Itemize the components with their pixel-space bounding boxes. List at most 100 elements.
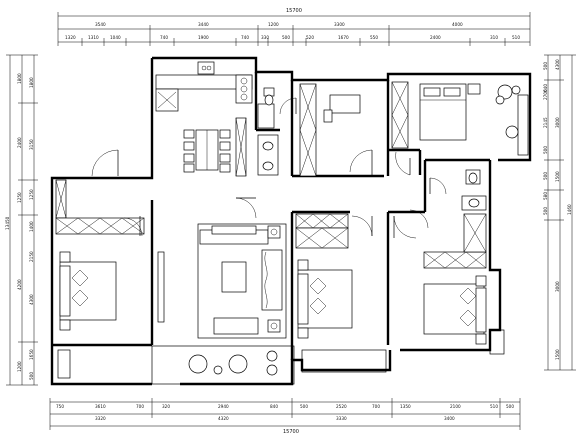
top-sub-12: 2400 <box>430 35 441 40</box>
bottom-sub-13: 500 <box>506 404 514 409</box>
wardrobe-icon <box>423 251 487 269</box>
top-total-dimension: 15700 <box>286 8 302 14</box>
bottom-sub-6: 840 <box>270 404 278 409</box>
master-bedroom <box>391 81 529 176</box>
right-dimensions: 1460 3000 3000 1500 4300 1500 500 2700 6… <box>543 54 576 371</box>
armchair-icon <box>188 354 208 374</box>
bottom-sub-7: 500 <box>300 404 308 409</box>
right-dim-4: 4300 <box>555 59 560 70</box>
left-dim-5: 1200 <box>17 361 22 372</box>
top-sub-1: 1320 <box>65 35 76 40</box>
top-sub-3: 1040 <box>110 35 121 40</box>
bay-window-icon <box>517 94 529 156</box>
door-swing-icon <box>91 149 119 177</box>
top-sub-13: 310 <box>490 35 498 40</box>
right-dim-3: 1500 <box>555 349 560 360</box>
sofa-icon <box>261 249 283 311</box>
balcony-furniture <box>188 350 278 376</box>
wardrobe-icon <box>295 213 349 229</box>
bottom-dim-4: 3400 <box>444 416 455 421</box>
cabinet-icon <box>57 349 71 379</box>
study-room <box>299 83 373 177</box>
left-sub-5: 2150 <box>29 251 34 262</box>
bottom-sub-3: 700 <box>136 404 144 409</box>
left-sub-6: 4300 <box>29 294 34 305</box>
bottom-dimensions: 15700 3320 4320 3330 3400 750 3610 700 3… <box>49 398 521 435</box>
top-sub-10: 1670 <box>338 35 349 40</box>
bottom-sub-2: 3610 <box>95 404 106 409</box>
door-swing-icon <box>429 177 447 195</box>
door-swing-icon <box>393 215 417 239</box>
bottom-sub-5: 2940 <box>218 404 229 409</box>
sofa-icon <box>213 317 259 335</box>
pillow-icon <box>309 277 327 315</box>
top-dim-1: 3540 <box>95 22 106 27</box>
bottom-sub-11: 2100 <box>450 404 461 409</box>
chair-icon <box>183 129 195 139</box>
balcony-living <box>151 345 295 385</box>
dining-table <box>183 117 247 177</box>
right-sub-3: 640 <box>543 84 548 92</box>
bottom-sub-4: 320 <box>162 404 170 409</box>
pillow-icon <box>71 269 89 307</box>
bedroom-left <box>55 149 165 379</box>
left-sub-2: 3150 <box>29 139 34 150</box>
door-swing-icon <box>351 215 373 237</box>
side-table-icon <box>267 225 281 239</box>
left-total-dimension: 13450 <box>5 216 10 230</box>
right-dim-1: 3000 <box>555 117 560 128</box>
top-sub-2: 1310 <box>88 35 99 40</box>
coffee-table-icon <box>221 261 247 293</box>
right-total-dimension: 1460 <box>567 204 572 215</box>
bottom-sub-10: 1350 <box>400 404 411 409</box>
right-dim-2: 3000 <box>555 281 560 292</box>
top-dimensions: 15700 3540 3440 1200 3300 4000 1320 1310… <box>57 8 531 46</box>
left-sub-8: 500 <box>29 372 34 380</box>
right-sub-7: 580 <box>543 192 548 200</box>
nightstand-icon <box>297 259 309 271</box>
pillow-icon <box>459 287 477 327</box>
right-sub-1: 500 <box>543 62 548 70</box>
bottom-sub-1: 750 <box>56 404 64 409</box>
top-dim-3: 1200 <box>268 22 279 27</box>
bed-icon <box>423 283 485 335</box>
nightstand-icon <box>475 275 487 287</box>
top-sub-4: 740 <box>160 35 168 40</box>
bottom-sub-9: 700 <box>372 404 380 409</box>
bottom-total-dimension: 15700 <box>283 429 299 435</box>
left-dim-3: 1250 <box>17 192 22 203</box>
nightstand-icon <box>467 83 481 95</box>
top-sub-7: 330 <box>261 35 269 40</box>
left-dimensions: 13450 1800 2400 1250 4200 1200 1800 3150… <box>5 54 38 386</box>
bottom-sub-12: 510 <box>490 404 498 409</box>
top-dim-2: 3440 <box>198 22 209 27</box>
tv-cabinet-icon <box>157 251 165 323</box>
pillow-icon <box>423 87 441 97</box>
round-table-icon <box>213 365 223 375</box>
bathroom-2 <box>429 169 487 211</box>
top-dim-4: 3300 <box>334 22 345 27</box>
left-dim-2: 2400 <box>17 137 22 148</box>
right-sub-2: 2700 <box>543 89 548 100</box>
bay-window-icon <box>489 329 505 355</box>
left-sub-1: 1800 <box>29 77 34 88</box>
entry-door <box>235 197 429 229</box>
right-sub-5: 500 <box>543 146 548 154</box>
bedroom-middle <box>295 213 387 373</box>
wardrobe-icon <box>55 217 145 235</box>
washbasin-icon <box>262 141 274 151</box>
bottom-dim-3: 3330 <box>336 416 347 421</box>
left-sub-3: 1250 <box>29 189 34 200</box>
top-sub-14: 510 <box>512 35 520 40</box>
top-sub-8: 500 <box>282 35 290 40</box>
left-sub-4: 1400 <box>29 221 34 232</box>
living-room <box>197 223 287 339</box>
bookshelf-icon <box>299 83 317 177</box>
top-sub-9: 520 <box>306 35 314 40</box>
bay-window-icon <box>301 349 387 373</box>
right-dim-5: 1500 <box>555 171 560 182</box>
door-swing-icon <box>123 217 143 237</box>
chair-icon <box>323 109 333 123</box>
bottom-sub-8: 2520 <box>336 404 347 409</box>
